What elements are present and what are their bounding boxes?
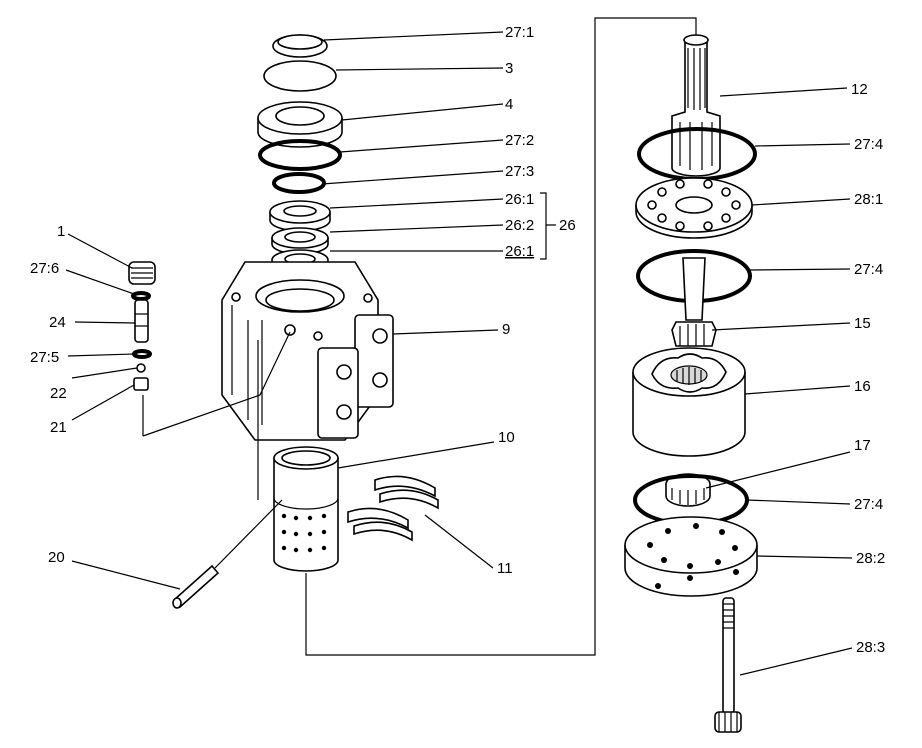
part-27-1-seal bbox=[272, 34, 328, 58]
part-9-housing bbox=[221, 261, 394, 441]
part-16-gerotor bbox=[632, 347, 746, 457]
label-27-2: 27:2 bbox=[505, 132, 534, 149]
label-21: 21 bbox=[50, 419, 67, 436]
part-17-gear bbox=[665, 473, 711, 507]
label-27-5: 27:5 bbox=[30, 349, 59, 366]
label-9: 9 bbox=[502, 321, 510, 338]
label-27-4-top: 27:4 bbox=[854, 136, 883, 153]
assembly-lines bbox=[142, 17, 697, 656]
part-26-washers bbox=[269, 200, 331, 271]
label-10: 10 bbox=[498, 429, 515, 446]
label-24: 24 bbox=[49, 314, 66, 331]
part-10-sleeve bbox=[273, 446, 339, 572]
part-28-2-endcap bbox=[624, 516, 758, 597]
label-27-4-middle: 27:4 bbox=[854, 261, 883, 278]
label-1: 1 bbox=[57, 223, 65, 240]
part-28-3-bolt bbox=[714, 597, 742, 733]
part-11-springs bbox=[347, 475, 439, 542]
part-20-pin bbox=[172, 564, 220, 609]
label-22: 22 bbox=[50, 385, 67, 402]
label-26-1-bottom: 26:1 bbox=[505, 243, 534, 260]
part-12-shaft bbox=[671, 34, 721, 177]
label-27-4-bottom: 27:4 bbox=[854, 496, 883, 513]
part-21-nut bbox=[133, 377, 149, 391]
label-3: 3 bbox=[505, 60, 513, 77]
label-28-3: 28:3 bbox=[856, 639, 885, 656]
label-27-6: 27:6 bbox=[30, 260, 59, 277]
label-28-1: 28:1 bbox=[854, 191, 883, 208]
label-4: 4 bbox=[505, 96, 513, 113]
part-28-1-plate bbox=[635, 177, 753, 239]
label-28-2: 28:2 bbox=[856, 550, 885, 567]
part-24-valve bbox=[134, 299, 149, 343]
label-16: 16 bbox=[854, 378, 871, 395]
label-11: 11 bbox=[497, 560, 513, 577]
label-27-3: 27:3 bbox=[505, 163, 534, 180]
label-15: 15 bbox=[854, 315, 871, 332]
label-26: 26 bbox=[559, 217, 576, 234]
part-3-ring bbox=[263, 60, 337, 92]
part-27-3-oring bbox=[272, 172, 326, 194]
label-27-1: 27:1 bbox=[505, 24, 534, 41]
leader-lines bbox=[65, 31, 853, 676]
label-20: 20 bbox=[48, 549, 65, 566]
label-26-1-top: 26:1 bbox=[505, 191, 534, 208]
label-17: 17 bbox=[854, 437, 871, 454]
part-27-2-oring bbox=[258, 139, 342, 171]
part-1-plug bbox=[128, 261, 156, 285]
part-labels: 27:1 3 4 27:2 27:3 26:1 26:2 26:1 26 9 1… bbox=[30, 24, 885, 656]
label-26-2: 26:2 bbox=[505, 217, 534, 234]
part-27-6-oring bbox=[131, 291, 151, 301]
part-15-drive bbox=[671, 257, 717, 347]
part-27-5-oring bbox=[132, 349, 152, 359]
part-4-bearing bbox=[257, 101, 343, 148]
label-12: 12 bbox=[851, 81, 868, 98]
part-22-ball bbox=[136, 363, 146, 373]
